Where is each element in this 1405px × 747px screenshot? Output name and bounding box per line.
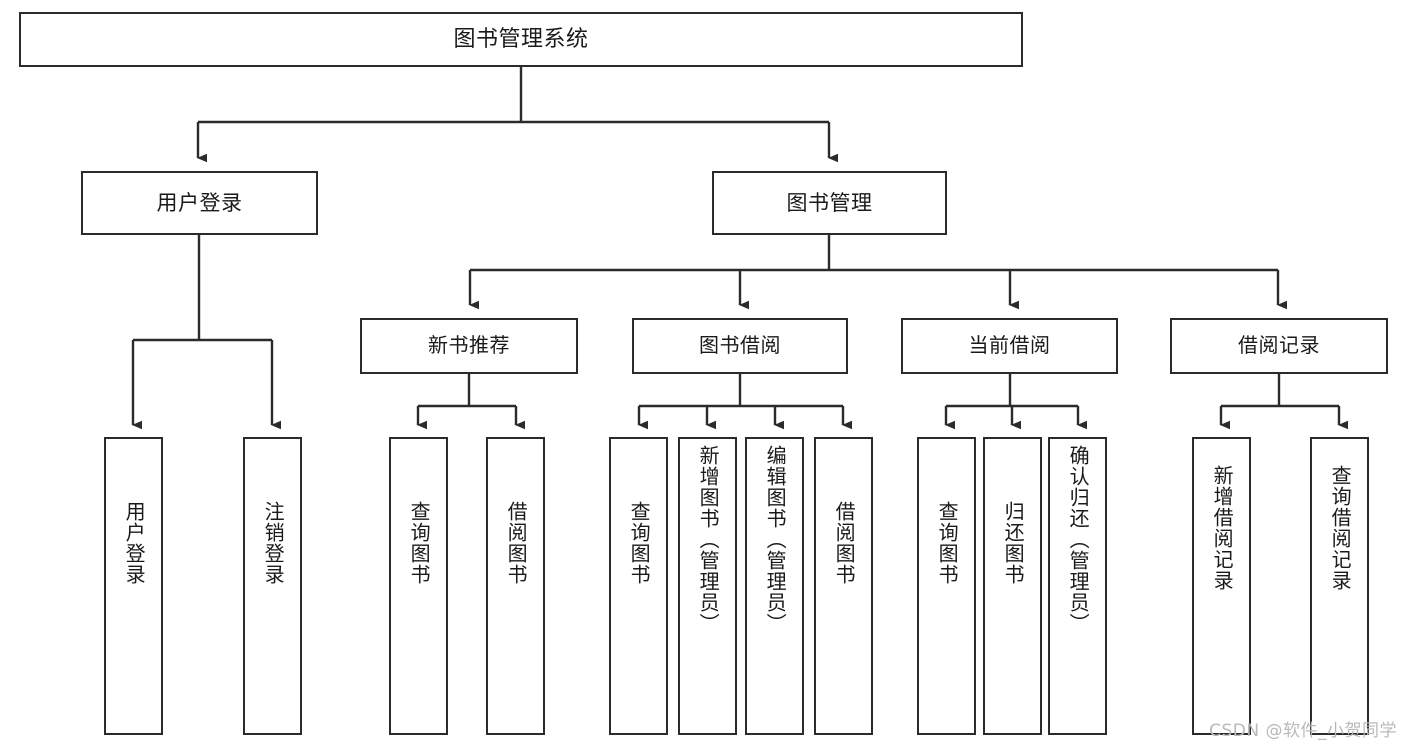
node-label: 查询图书: [407, 501, 432, 585]
node-label: 查询图书: [935, 501, 960, 585]
node-book-management[interactable]: 图书管理: [712, 171, 947, 235]
node-label: 借阅图书: [832, 501, 857, 585]
leaf-borrow-borrow-book[interactable]: 借阅图书: [814, 437, 873, 735]
node-label: 新书推荐: [428, 333, 510, 358]
leaf-current-confirm-return-admin[interactable]: 确认归还（管理员）: [1048, 437, 1107, 735]
node-label: 确认归还（管理员）: [1066, 445, 1091, 634]
node-label: 借阅记录: [1238, 333, 1320, 358]
leaf-record-add-record[interactable]: 新增借阅记录: [1192, 437, 1251, 735]
node-user-login[interactable]: 用户登录: [81, 171, 318, 235]
node-root-system[interactable]: 图书管理系统: [19, 12, 1023, 67]
leaf-current-return-book[interactable]: 归还图书: [983, 437, 1042, 735]
node-label: 编辑图书（管理员）: [763, 445, 788, 634]
node-label: 新增图书（管理员）: [696, 445, 721, 634]
node-label: 用户登录: [122, 501, 147, 585]
node-label: 注销登录: [261, 501, 286, 585]
node-current-borrow[interactable]: 当前借阅: [901, 318, 1118, 374]
node-label: 查询借阅记录: [1328, 465, 1353, 591]
leaf-borrow-query-book[interactable]: 查询图书: [609, 437, 668, 735]
leaf-user-login-login[interactable]: 用户登录: [104, 437, 163, 735]
node-label: 图书管理系统: [453, 26, 589, 52]
node-label: 图书借阅: [699, 333, 781, 358]
leaf-record-query-record[interactable]: 查询借阅记录: [1310, 437, 1369, 735]
leaf-recommend-borrow-book[interactable]: 借阅图书: [486, 437, 545, 735]
node-borrow-record[interactable]: 借阅记录: [1170, 318, 1388, 374]
leaf-user-login-logout[interactable]: 注销登录: [243, 437, 302, 735]
leaf-borrow-edit-book-admin[interactable]: 编辑图书（管理员）: [745, 437, 804, 735]
node-label: 查询图书: [627, 501, 652, 585]
leaf-recommend-query-book[interactable]: 查询图书: [389, 437, 448, 735]
node-book-borrow[interactable]: 图书借阅: [632, 318, 848, 374]
node-label: 当前借阅: [968, 333, 1051, 358]
node-label: 新增借阅记录: [1210, 465, 1235, 591]
node-label: 借阅图书: [504, 501, 529, 585]
node-new-book-recommend[interactable]: 新书推荐: [360, 318, 578, 374]
node-label: 用户登录: [156, 190, 243, 215]
watermark-text: CSDN @软件_小贺同学: [1209, 721, 1397, 741]
leaf-current-query-book[interactable]: 查询图书: [917, 437, 976, 735]
leaf-borrow-add-book-admin[interactable]: 新增图书（管理员）: [678, 437, 737, 735]
node-label: 归还图书: [1001, 501, 1026, 585]
node-label: 图书管理: [786, 190, 873, 215]
